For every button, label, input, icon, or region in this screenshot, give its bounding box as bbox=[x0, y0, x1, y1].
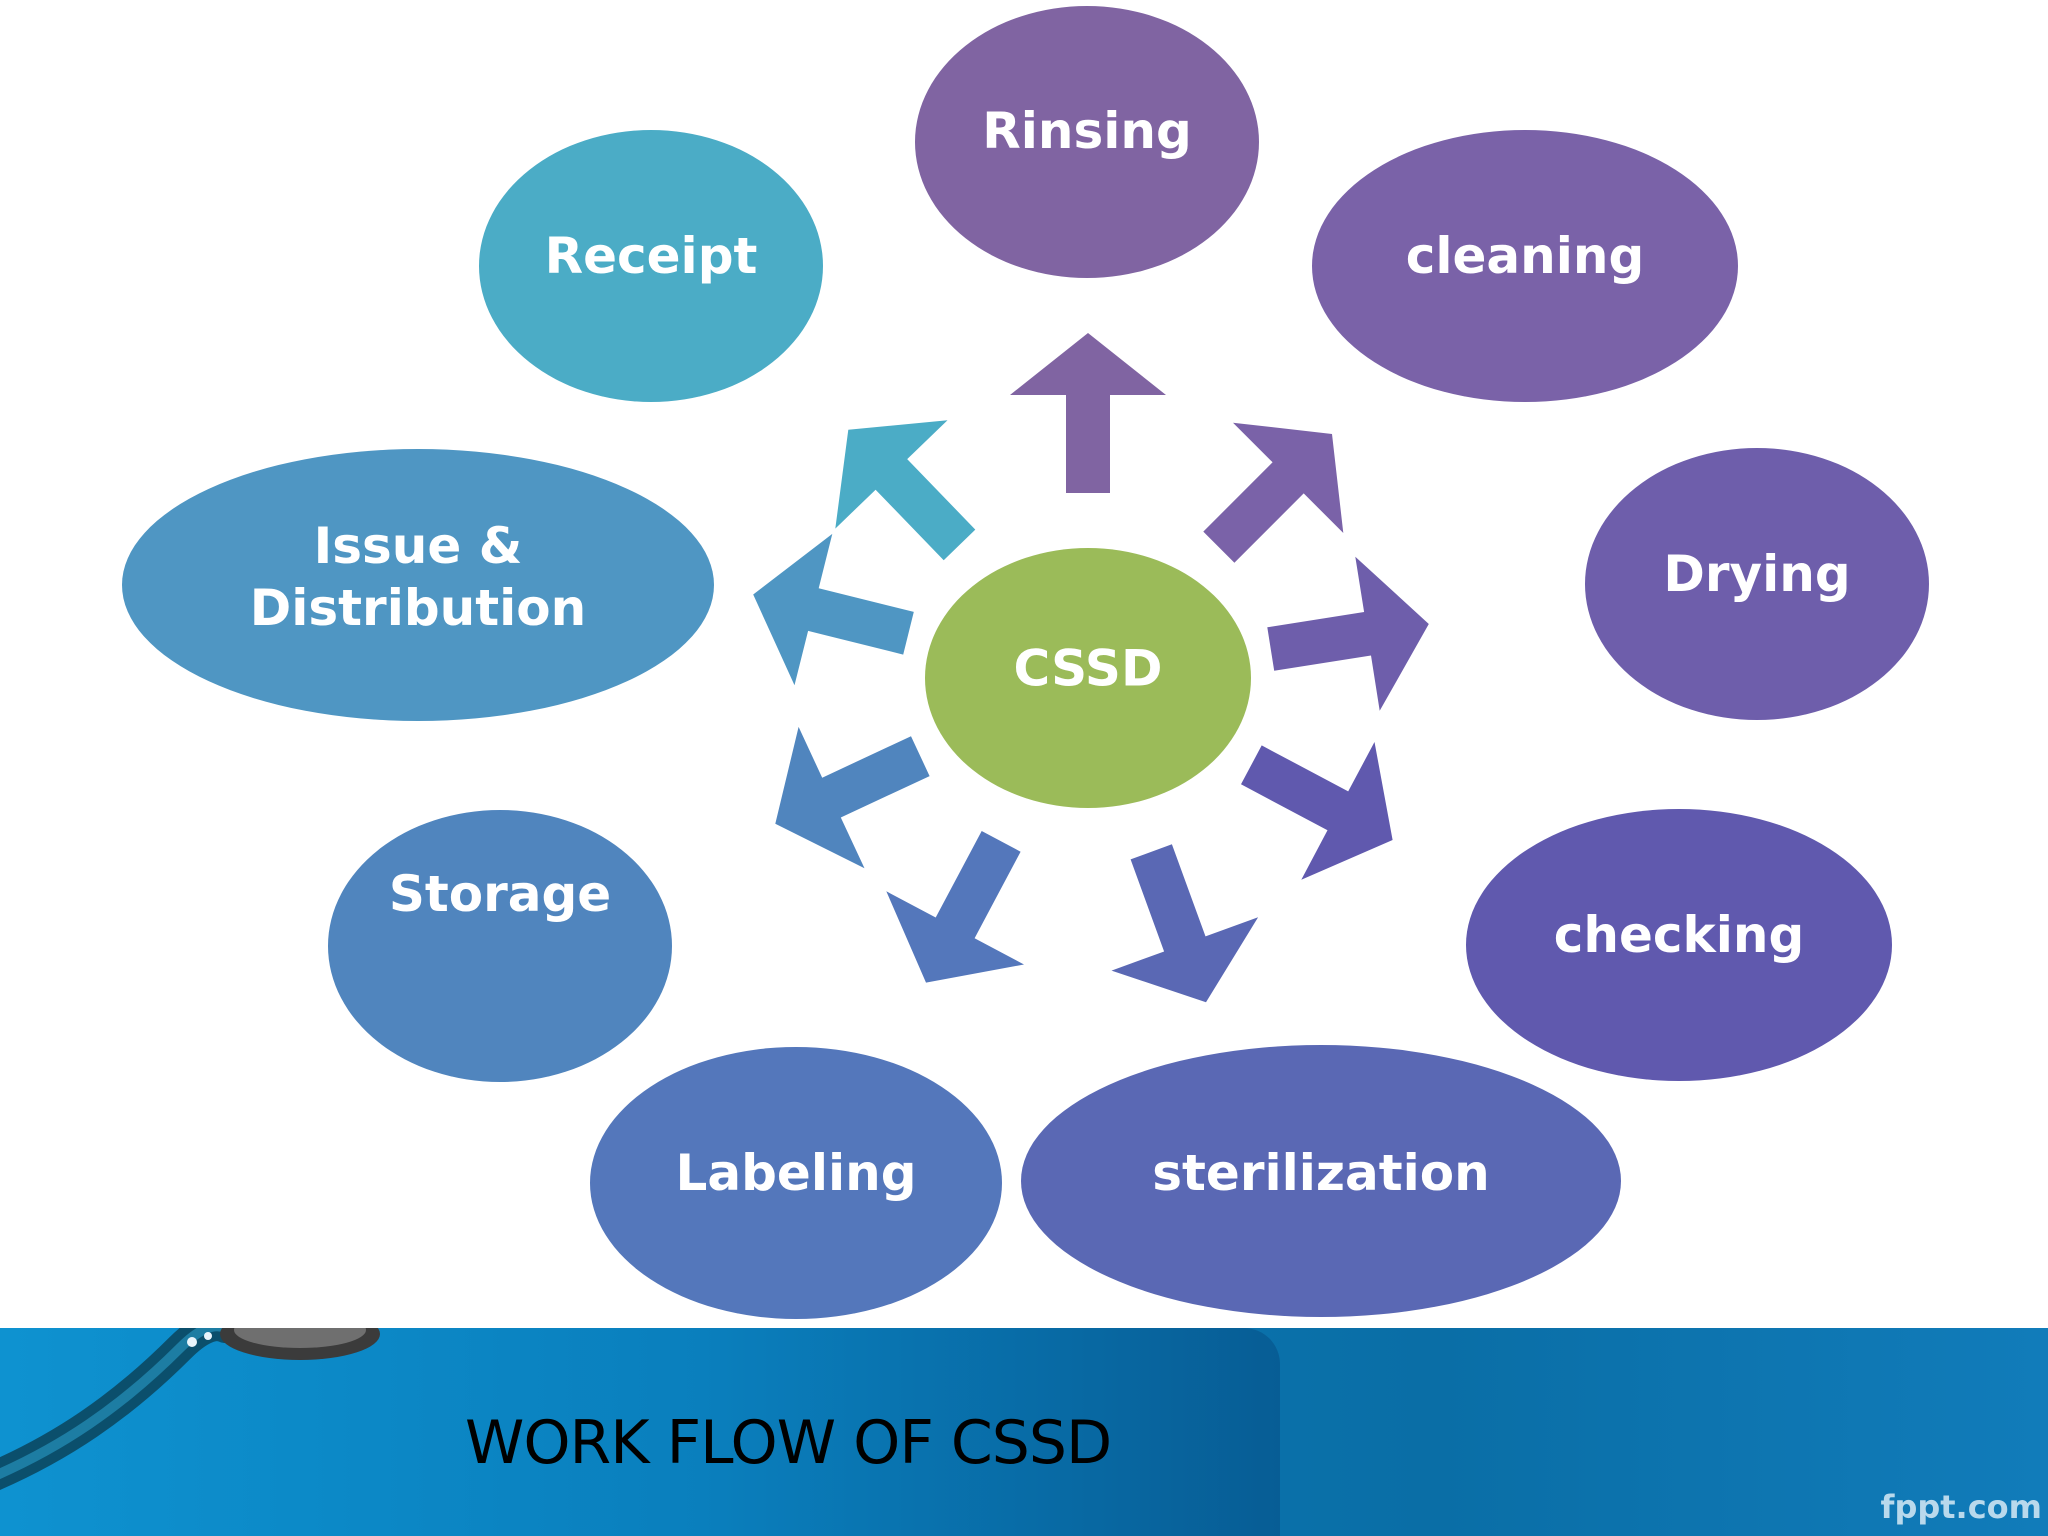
node-storage-shape bbox=[328, 810, 672, 1082]
brand-watermark: fppt.com bbox=[1880, 1488, 2042, 1526]
footer-banner bbox=[0, 1328, 2048, 1536]
node-receipt: Receipt bbox=[479, 130, 823, 402]
arrow-to-labeling bbox=[886, 831, 1024, 983]
node-storage-label: Storage bbox=[389, 865, 611, 923]
arrow-to-cleaning bbox=[1203, 422, 1344, 563]
node-checking-label: checking bbox=[1554, 906, 1805, 964]
node-sterilization-label: sterilization bbox=[1152, 1144, 1489, 1202]
node-labeling-shape bbox=[590, 1047, 1002, 1319]
node-checking: checking bbox=[1466, 809, 1892, 1081]
node-issue-distribution-label: Issue &Distribution bbox=[250, 517, 586, 637]
stethoscope-image bbox=[0, 1328, 380, 1490]
slide-title: WORK FLOW OF CSSD bbox=[465, 1408, 1112, 1478]
center-node: CSSD bbox=[925, 548, 1251, 808]
node-issue-distribution: Issue &Distribution bbox=[122, 449, 714, 721]
node-cleaning: cleaning bbox=[1312, 130, 1738, 402]
footer-panel bbox=[0, 1328, 1280, 1536]
arrow-to-storage bbox=[775, 726, 930, 869]
node-rinsing-shape bbox=[915, 6, 1259, 278]
arrow-to-drying bbox=[1267, 556, 1429, 711]
node-cleaning-shape bbox=[1312, 130, 1738, 402]
node-sterilization: sterilization bbox=[1021, 1045, 1621, 1317]
node-cleaning-label: cleaning bbox=[1406, 227, 1645, 285]
node-drying: Drying bbox=[1585, 448, 1929, 720]
center-node-label: CSSD bbox=[1014, 640, 1163, 698]
node-drying-label: Drying bbox=[1663, 545, 1850, 603]
arrow-to-issue-distribution bbox=[753, 533, 914, 686]
node-sterilization-shape bbox=[1021, 1045, 1621, 1317]
node-rinsing-label: Rinsing bbox=[982, 102, 1192, 160]
node-issue-distribution-shape bbox=[122, 449, 714, 721]
arrow-to-rinsing bbox=[1010, 333, 1166, 493]
node-labeling: Labeling bbox=[590, 1047, 1002, 1319]
node-labeling-label: Labeling bbox=[676, 1144, 917, 1202]
arrow-to-receipt bbox=[835, 420, 976, 561]
node-receipt-label: Receipt bbox=[545, 227, 758, 285]
node-storage: Storage bbox=[328, 810, 672, 1082]
arrow-to-sterilization bbox=[1111, 844, 1259, 1003]
node-drying-shape bbox=[1585, 448, 1929, 720]
arrow-to-checking bbox=[1241, 742, 1393, 880]
node-receipt-shape bbox=[479, 130, 823, 402]
node-rinsing: Rinsing bbox=[915, 6, 1259, 278]
node-checking-shape bbox=[1466, 809, 1892, 1081]
